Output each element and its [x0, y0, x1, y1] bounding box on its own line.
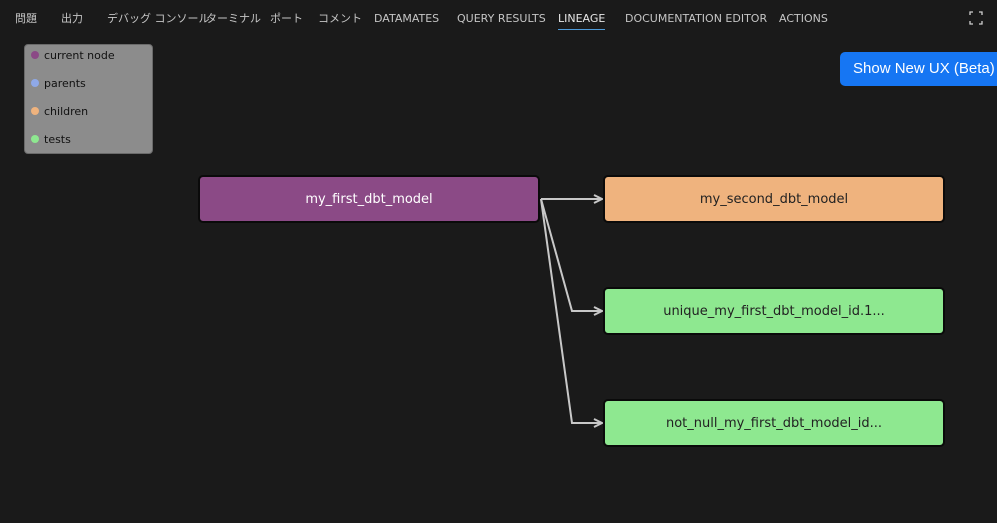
node-label: my_first_dbt_model [305, 191, 433, 207]
tab-comments[interactable]: コメント [318, 12, 362, 25]
show-new-ux-button[interactable]: Show New UX (Beta) [840, 52, 997, 86]
legend-item-parents: parents [31, 75, 86, 91]
legend-item-children: children [31, 103, 88, 119]
node-not-null-test[interactable]: not_null_my_first_dbt_model_id... [603, 399, 945, 447]
legend-item-current-node: current node [31, 47, 115, 63]
panel-tab-bar: 問題 出力 デバッグ コンソール ターミナル ポート コメント DATAMATE… [0, 0, 997, 36]
children-dot-icon [31, 107, 39, 115]
current-node-dot-icon [31, 51, 39, 59]
tab-actions[interactable]: ACTIONS [779, 12, 828, 25]
parents-dot-icon [31, 79, 39, 87]
edge-to-unique-test [540, 198, 601, 311]
legend-label: current node [44, 48, 115, 62]
tests-dot-icon [31, 135, 39, 143]
tab-debug-console[interactable]: デバッグ コンソール [107, 12, 210, 25]
tab-problems[interactable]: 問題 [15, 12, 37, 25]
tab-terminal[interactable]: ターミナル [206, 12, 261, 25]
node-unique-test[interactable]: unique_my_first_dbt_model_id.1... [603, 287, 945, 335]
tab-output[interactable]: 出力 [61, 12, 83, 25]
node-label: unique_my_first_dbt_model_id.1... [663, 303, 885, 319]
node-label: my_second_dbt_model [699, 191, 849, 207]
lineage-legend: current node parents children tests [24, 44, 153, 154]
tab-query-results[interactable]: QUERY RESULTS [457, 12, 546, 25]
node-my-first-dbt-model[interactable]: my_first_dbt_model [198, 175, 540, 223]
node-my-second-dbt-model[interactable]: my_second_dbt_model [603, 175, 945, 223]
tab-ports[interactable]: ポート [270, 12, 303, 25]
legend-label: tests [44, 132, 71, 146]
maximize-icon[interactable] [969, 11, 983, 25]
legend-item-tests: tests [31, 131, 71, 147]
edge-to-not-null-test [540, 198, 601, 423]
legend-label: parents [44, 76, 86, 90]
node-label: not_null_my_first_dbt_model_id... [665, 415, 883, 431]
legend-label: children [44, 104, 89, 118]
tab-lineage[interactable]: LINEAGE [558, 11, 606, 30]
tab-documentation-editor[interactable]: DOCUMENTATION EDITOR [625, 12, 768, 25]
tab-datamates[interactable]: DATAMATES [374, 12, 440, 25]
